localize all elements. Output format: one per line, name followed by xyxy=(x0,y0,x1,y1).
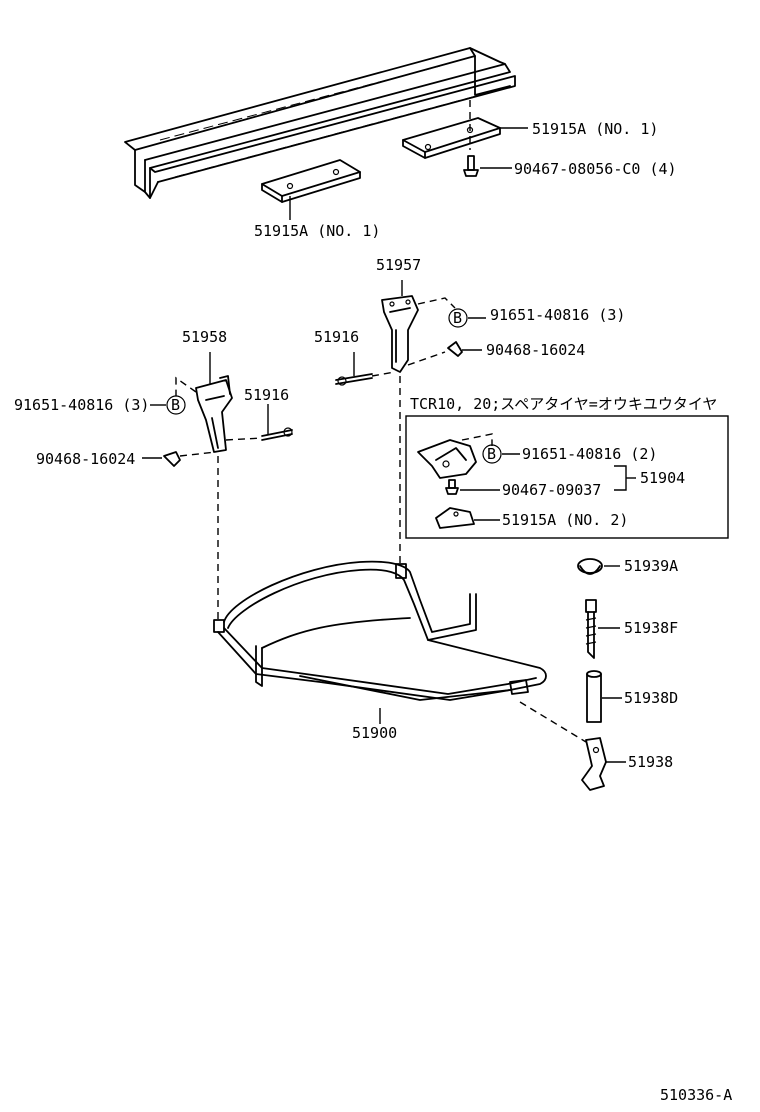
variant-box xyxy=(405,415,729,539)
bracket-51915a-lower xyxy=(261,159,361,203)
label-51938: 51938 xyxy=(628,753,673,771)
label-51939a: 51939A xyxy=(624,557,678,575)
hook-51938 xyxy=(581,737,607,791)
label-90468-right: 90468-16024 xyxy=(486,341,585,359)
clip-90468-right xyxy=(447,341,463,357)
label-51916-left: 51916 xyxy=(244,386,289,404)
bracket-51915a-no2 xyxy=(435,507,475,529)
bolt-51938f xyxy=(585,599,597,659)
variant-box-title: TCR10, 20;スペアタイヤ=オウキユウタイヤ xyxy=(410,395,717,413)
label-91651-right: 91651-40816 (3) xyxy=(490,306,625,324)
b-marker-left: B xyxy=(171,396,180,414)
b-marker-box: B xyxy=(487,445,496,463)
label-51915a-top: 51915A (NO. 1) xyxy=(532,120,658,138)
label-51900: 51900 xyxy=(352,724,397,742)
label-51904: 51904 xyxy=(640,469,685,487)
cross-member-rail xyxy=(124,47,516,199)
label-51957: 51957 xyxy=(376,256,421,274)
label-51938d: 51938D xyxy=(624,689,678,707)
label-90467-08056: 90467-08056-C0 (4) xyxy=(514,160,677,178)
bolt-marker-right: B xyxy=(448,308,468,328)
label-51915a-mid: 51915A (NO. 1) xyxy=(254,222,380,240)
label-91651-left: 91651-40816 (3) xyxy=(14,396,149,414)
label-91651-box: 91651-40816 (2) xyxy=(522,445,657,463)
bolt-51916-left xyxy=(261,427,293,441)
bracket-51957 xyxy=(381,295,419,373)
label-90468-left: 90468-16024 xyxy=(36,450,135,468)
bracket-51958 xyxy=(195,375,233,453)
bolt-marker-box: B xyxy=(482,444,502,464)
label-51916-right: 51916 xyxy=(314,328,359,346)
cap-51939a xyxy=(577,558,603,575)
bracket-51904-assembly xyxy=(417,433,493,479)
bracket-51915a-upper xyxy=(402,117,501,159)
label-90467-09037: 90467-09037 xyxy=(502,481,601,499)
b-marker-right: B xyxy=(453,309,462,327)
label-51938f: 51938F xyxy=(624,619,678,637)
diagram-reference-code: 510336-A xyxy=(660,1086,732,1104)
clip-90467-08056 xyxy=(463,155,479,177)
clip-90467-09037 xyxy=(445,479,459,495)
clip-90468-left xyxy=(163,451,181,467)
callout-labels: 51915A (NO. 1) 90467-08056-C0 (4) 51915A… xyxy=(14,120,732,1104)
bolt-51916-right xyxy=(335,373,373,386)
label-51915a-box: 51915A (NO. 2) xyxy=(502,511,628,529)
bolt-marker-left: B xyxy=(166,395,186,415)
spare-tire-carrier-51900 xyxy=(213,560,547,701)
label-51958: 51958 xyxy=(182,328,227,346)
spacer-51938d xyxy=(586,670,602,723)
